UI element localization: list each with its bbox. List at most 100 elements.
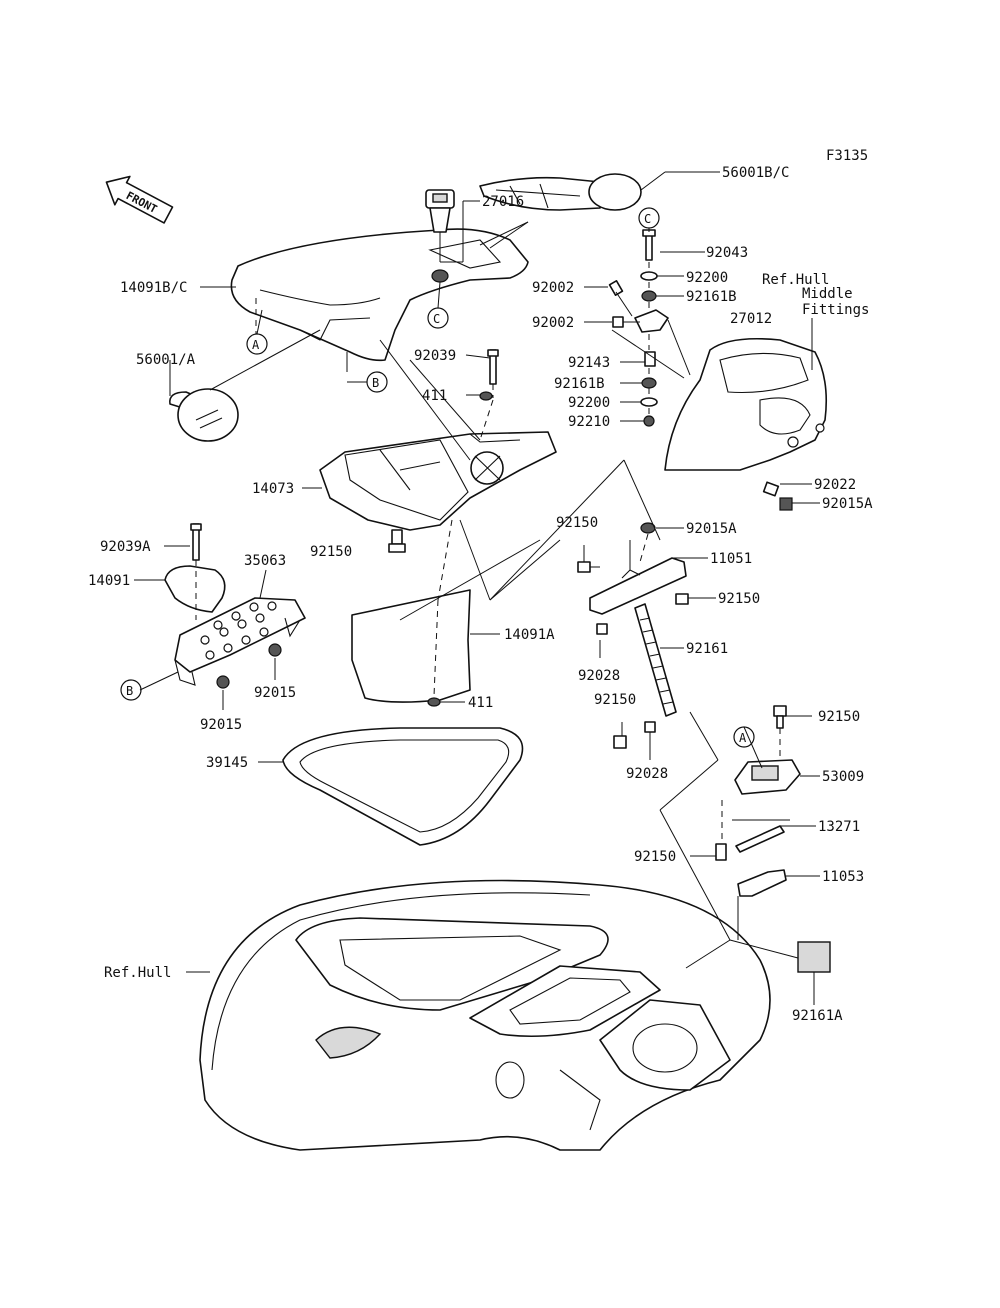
label-39145: 39145 bbox=[206, 755, 248, 771]
svg-text:A: A bbox=[252, 338, 260, 352]
ref-marker-c-top: C bbox=[427, 307, 449, 329]
label-14091: 14091 bbox=[88, 573, 130, 589]
label-ref-hull-middle-3: Fittings bbox=[802, 302, 869, 318]
nut-92015-b bbox=[216, 675, 230, 689]
label-92043: 92043 bbox=[706, 245, 748, 261]
svg-text:C: C bbox=[644, 212, 651, 226]
label-92150-e: 92150 bbox=[818, 709, 860, 725]
bolt-92043 bbox=[642, 229, 656, 261]
label-92002-a: 92002 bbox=[532, 280, 574, 296]
washer-411-b bbox=[427, 697, 441, 707]
gasket-39145 bbox=[282, 727, 524, 846]
svg-text:C: C bbox=[433, 312, 440, 326]
bolt-92150-f bbox=[715, 843, 727, 861]
label-92150-f: 92150 bbox=[634, 849, 676, 865]
part-labels: 56001B/C 27016 14091B/C 92043 92200 9200… bbox=[88, 165, 873, 1024]
label-92039a: 92039A bbox=[100, 539, 151, 555]
svg-text:A: A bbox=[739, 731, 747, 745]
emblem-56001bc bbox=[479, 173, 642, 211]
spring-92161 bbox=[634, 603, 677, 717]
label-92015-b: 92015 bbox=[200, 717, 242, 733]
label-411-b: 411 bbox=[468, 695, 493, 711]
washer-92161b-a bbox=[641, 290, 657, 302]
bracket-11053 bbox=[737, 869, 787, 897]
panel-14091a bbox=[351, 589, 471, 703]
washer-92200-a bbox=[640, 271, 658, 281]
hull bbox=[199, 879, 771, 1151]
leader-lines bbox=[134, 171, 820, 1005]
label-92015a-b: 92015A bbox=[686, 521, 737, 537]
bracket-35063 bbox=[174, 597, 306, 686]
label-92210: 92210 bbox=[568, 414, 610, 430]
bolt-92150-b bbox=[577, 561, 600, 573]
label-35063: 35063 bbox=[244, 553, 286, 569]
washer-411-a bbox=[479, 391, 493, 401]
label-92161b-a: 92161B bbox=[686, 289, 737, 305]
collar-92143 bbox=[644, 351, 656, 367]
ref-marker-a-top: A bbox=[246, 333, 268, 355]
label-14091a: 14091A bbox=[504, 627, 555, 643]
pad-14091 bbox=[164, 565, 226, 613]
label-92161: 92161 bbox=[686, 641, 728, 657]
latch-53009 bbox=[734, 759, 801, 795]
label-ref-hull-middle-2: Middle bbox=[802, 286, 853, 302]
label-92150-c: 92150 bbox=[718, 591, 760, 607]
label-411-a: 411 bbox=[422, 388, 447, 404]
washer-92161b-b bbox=[641, 377, 657, 389]
bolt-92150-tray bbox=[388, 529, 406, 553]
washer-92200-b bbox=[640, 397, 658, 407]
ref-marker-b-top: B bbox=[366, 371, 388, 393]
svg-text:B: B bbox=[126, 684, 133, 698]
bracket-27012 bbox=[634, 309, 669, 333]
label-92161a bbox=[797, 941, 831, 973]
seat-cover-14091bc bbox=[230, 228, 529, 362]
label-14091bc: 14091B/C bbox=[120, 280, 187, 296]
label-92002-b: 92002 bbox=[532, 315, 574, 331]
nut-92210 bbox=[643, 415, 655, 427]
label-27012: 27012 bbox=[730, 311, 772, 327]
bolt-92150-c bbox=[675, 593, 689, 605]
label-92150-b: 92150 bbox=[310, 544, 352, 560]
ref-marker-c-right: C bbox=[638, 207, 660, 229]
assembly-lines bbox=[379, 221, 799, 969]
diagram-code: F3135 bbox=[826, 148, 868, 164]
emblem-56001a bbox=[169, 388, 239, 442]
nut-92015-a bbox=[268, 643, 282, 657]
collar-92028-b bbox=[644, 721, 656, 733]
label-92200-b: 92200 bbox=[568, 395, 610, 411]
label-ref-hull: Ref.Hull bbox=[104, 965, 171, 981]
label-13271: 13271 bbox=[818, 819, 860, 835]
label-11051: 11051 bbox=[710, 551, 752, 567]
label-92143: 92143 bbox=[568, 355, 610, 371]
bolt-92150-e bbox=[773, 705, 787, 729]
label-92150-a: 92150 bbox=[556, 515, 598, 531]
dashed-lines bbox=[195, 262, 781, 842]
knob-27016 bbox=[425, 189, 455, 233]
bolt-92022 bbox=[762, 481, 780, 497]
label-11053: 11053 bbox=[822, 869, 864, 885]
label-92028-a: 92028 bbox=[578, 668, 620, 684]
label-56001bc: 56001B/C bbox=[722, 165, 789, 181]
pin-92039 bbox=[487, 349, 499, 385]
grommet bbox=[431, 269, 449, 283]
label-92150-d: 92150 bbox=[594, 692, 636, 708]
label-27016: 27016 bbox=[482, 194, 524, 210]
bolt-92002-a bbox=[608, 280, 633, 317]
bolt-92150-d bbox=[613, 735, 627, 749]
plate-13271 bbox=[735, 825, 785, 853]
front-arrow-icon: FRONT bbox=[105, 175, 174, 224]
label-56001a: 56001/A bbox=[136, 352, 196, 368]
label-92161a: 92161A bbox=[792, 1008, 843, 1024]
label-92015a-a: 92015A bbox=[822, 496, 873, 512]
pin-92039a bbox=[190, 523, 202, 561]
label-92161b-b: 92161B bbox=[554, 376, 605, 392]
hull-middle-fittings bbox=[664, 337, 828, 471]
tray-14073 bbox=[319, 431, 557, 531]
label-92200-a: 92200 bbox=[686, 270, 728, 286]
svg-text:B: B bbox=[372, 376, 379, 390]
label-92039: 92039 bbox=[414, 348, 456, 364]
bracket-11051 bbox=[589, 557, 687, 615]
label-92028-b: 92028 bbox=[626, 766, 668, 782]
label-92022: 92022 bbox=[814, 477, 856, 493]
